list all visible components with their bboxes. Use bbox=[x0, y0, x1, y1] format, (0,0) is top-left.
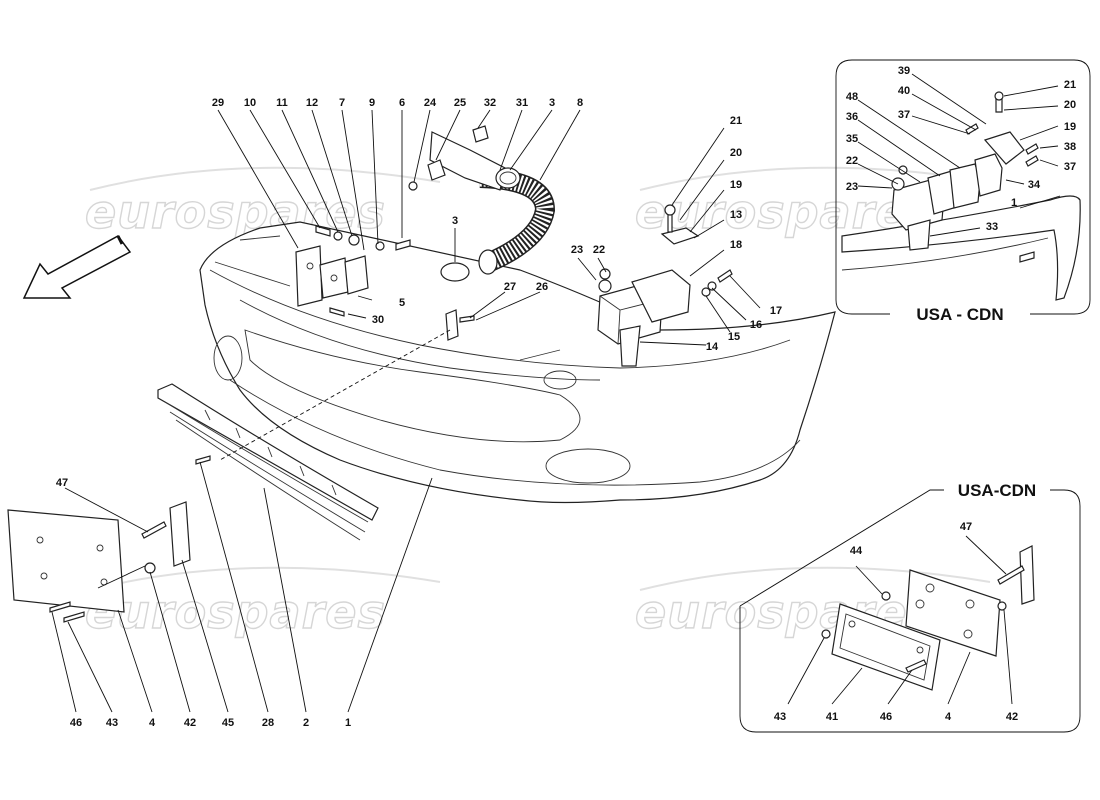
right-bracket-set bbox=[597, 204, 733, 367]
clip-32 bbox=[472, 125, 489, 143]
label-12: 12 bbox=[306, 97, 318, 109]
inset-label-21: 21 bbox=[1064, 79, 1076, 91]
inset-label-38: 38 bbox=[1064, 141, 1076, 153]
watermark-group: eurospares eurospares eurospares eurospa… bbox=[84, 166, 991, 640]
label-4: 4 bbox=[149, 717, 156, 729]
label-7: 7 bbox=[339, 97, 345, 109]
inset-bottom-title: USA-CDN bbox=[958, 481, 1036, 500]
label-20: 20 bbox=[730, 147, 742, 159]
label-32: 32 bbox=[484, 97, 496, 109]
label-47: 47 bbox=[56, 477, 68, 489]
label-22: 22 bbox=[593, 244, 605, 256]
label-15: 15 bbox=[728, 331, 740, 343]
license-plate-assembly bbox=[7, 455, 211, 623]
label-45: 45 bbox=[222, 717, 234, 729]
label-28: 28 bbox=[262, 717, 274, 729]
label-16: 16 bbox=[750, 319, 762, 331]
leader-lines-main bbox=[51, 109, 761, 713]
inset-label-34: 34 bbox=[1028, 179, 1041, 191]
label-30: 30 bbox=[372, 314, 384, 326]
watermark-text-3: eurospares bbox=[85, 585, 386, 639]
label-29: 29 bbox=[212, 97, 224, 109]
hose-clamp bbox=[440, 262, 470, 282]
label-17: 17 bbox=[770, 305, 782, 317]
inset-usa-cdn-bottom: USA-CDN 44 47 43 41 46 4 42 bbox=[739, 481, 1081, 733]
inset-label-35: 35 bbox=[846, 133, 858, 145]
label-23: 23 bbox=[571, 244, 583, 256]
inset-bottom-label-4: 4 bbox=[945, 711, 952, 723]
inset-bottom-label-47: 47 bbox=[960, 521, 972, 533]
label-13: 13 bbox=[730, 209, 742, 221]
label-10: 10 bbox=[244, 97, 256, 109]
label-31: 31 bbox=[516, 97, 528, 109]
label-27: 27 bbox=[504, 281, 516, 293]
label-21: 21 bbox=[730, 115, 742, 127]
inset-label-36: 36 bbox=[846, 111, 858, 123]
inset-top-title: USA - CDN bbox=[916, 305, 1003, 324]
label-2: 2 bbox=[303, 717, 309, 729]
left-bracket-set bbox=[295, 225, 411, 317]
lower-grille bbox=[157, 383, 379, 541]
inset-bottom-label-46: 46 bbox=[880, 711, 892, 723]
inset-label-19: 19 bbox=[1064, 121, 1076, 133]
label-3-lower: 3 bbox=[452, 215, 458, 227]
label-6: 6 bbox=[399, 97, 405, 109]
main-part-numbers: 29 10 11 12 7 9 6 24 25 32 31 3 8 3 5 30… bbox=[56, 97, 782, 729]
label-18: 18 bbox=[730, 239, 742, 251]
label-3: 3 bbox=[549, 97, 555, 109]
inset-label-37: 37 bbox=[1064, 161, 1076, 173]
inset-label-23: 23 bbox=[846, 181, 858, 193]
inset-bottom-label-42: 42 bbox=[1006, 711, 1018, 723]
label-8: 8 bbox=[577, 97, 583, 109]
inset-bottom-label-41: 41 bbox=[826, 711, 838, 723]
inset-label-33: 33 bbox=[986, 221, 998, 233]
label-5: 5 bbox=[399, 297, 405, 309]
inset-label-37-top: 37 bbox=[898, 109, 910, 121]
inset-label-20: 20 bbox=[1064, 99, 1076, 111]
label-26: 26 bbox=[536, 281, 548, 293]
label-25: 25 bbox=[454, 97, 466, 109]
air-duct bbox=[429, 131, 521, 191]
nut-24 bbox=[408, 181, 418, 191]
label-42: 42 bbox=[184, 717, 196, 729]
label-1: 1 bbox=[345, 717, 351, 729]
inset-label-39: 39 bbox=[898, 65, 910, 77]
front-direction-arrow-icon bbox=[22, 235, 132, 299]
inset-bottom-label-44: 44 bbox=[850, 545, 863, 557]
label-19: 19 bbox=[730, 179, 742, 191]
inset-bottom-label-43: 43 bbox=[774, 711, 786, 723]
label-14: 14 bbox=[706, 341, 719, 353]
inset-label-48: 48 bbox=[846, 91, 858, 103]
label-11: 11 bbox=[276, 97, 288, 109]
label-24: 24 bbox=[424, 97, 437, 109]
inset-label-1: 1 bbox=[1011, 197, 1017, 209]
inset-usa-cdn-top: USA - CDN 39 40 37 48 36 35 22 23 21 bbox=[835, 59, 1091, 324]
bracket-27 bbox=[445, 309, 459, 341]
air-hose bbox=[478, 168, 556, 275]
inset-label-22: 22 bbox=[846, 155, 858, 167]
label-9: 9 bbox=[369, 97, 375, 109]
label-43: 43 bbox=[106, 717, 118, 729]
inset-label-40: 40 bbox=[898, 85, 910, 97]
label-46: 46 bbox=[70, 717, 82, 729]
bracket-25 bbox=[427, 159, 446, 181]
